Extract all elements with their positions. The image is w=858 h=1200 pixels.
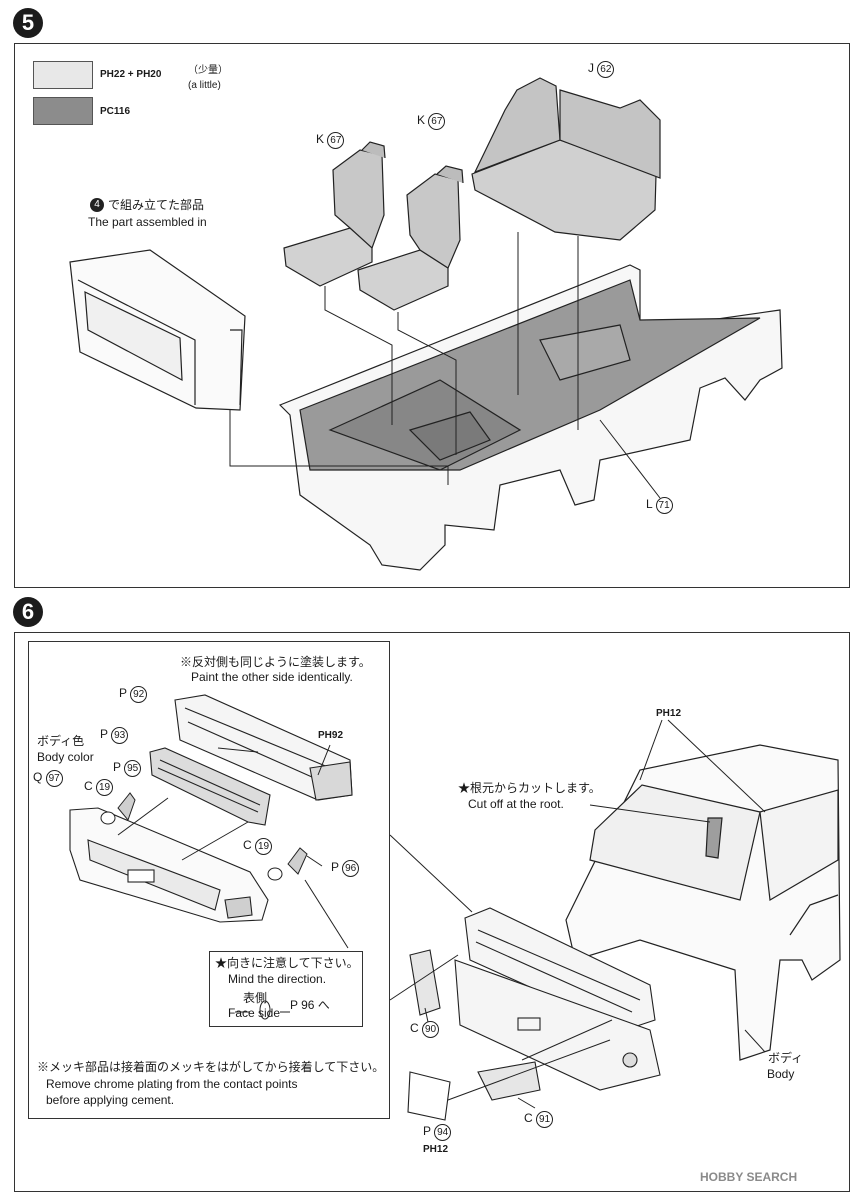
body-label-jp: ボディ [768,1051,804,1065]
part-c91: C 91 [524,1111,554,1128]
grille-frame-p92 [174,694,353,801]
paint-note-en: (a little) [188,80,221,91]
floor-body-l71 [278,264,783,571]
assembled-label-en: The part assembled in [88,215,207,229]
part-p96: P 96 [331,860,360,877]
chrome-note-en-2: before applying cement. [46,1093,175,1107]
part-p95: P 95 [113,760,142,777]
rear-bench-j62 [471,77,661,241]
paint-ph92: PH92 [318,730,344,741]
part-j62: J 62 [588,61,615,78]
seat-k67-left [283,141,386,287]
watermark: HOBBY SEARCH [700,1170,798,1184]
dashboard-part [69,249,246,411]
bumper-q97 [69,807,269,923]
step-6-assembly-lines [389,719,766,1109]
grille-subassembly-panel [28,641,390,1119]
headlamp-c91 [477,1061,541,1101]
part-c19-right: C 19 [243,838,273,855]
face-side-target: P 96 へ [290,998,330,1012]
part-k67-right: K 67 [417,113,446,130]
mind-direction-en: Mind the direction. [228,972,327,986]
part-q97: Q 97 [33,770,63,787]
grille-p93 [149,747,271,826]
face-side-en: Face side [228,1006,281,1020]
body-color-en: Body color [37,750,94,764]
step-ref-badge: 4 [90,198,104,212]
fog-lamp-c19-right [267,847,308,881]
step-5-assembly-lines [229,232,661,499]
step-6-number: 6 [13,597,43,627]
part-p93: P 93 [100,727,129,744]
part-k67-left: K 67 [316,132,345,149]
cut-root-jp: ★根元からカットします。 [458,781,601,795]
step-6-panel-arrows [117,744,349,1020]
paint-note-jp: （少量） [188,65,228,76]
paint-swatch-light [33,61,93,89]
body-color-jp: ボディ色 [37,734,85,748]
step-6-frame [14,632,850,1192]
mind-direction-jp: ★向きに注意して下さい。 [215,956,359,970]
part-p92: P 92 [119,686,148,703]
van-front-grille [454,907,661,1091]
chrome-note-en-1: Remove chrome plating from the contact p… [46,1077,298,1091]
paint-other-side-jp: ※反対側も同じように塗装します。 [180,655,371,669]
step-5-number: 5 [13,8,43,38]
step-5-frame [14,43,850,588]
paint-other-side-en: Paint the other side identically. [191,670,353,684]
face-side-jp: 表側 [243,991,268,1005]
paint-swatch-dark [33,97,93,125]
body-label-en: Body [767,1067,795,1081]
headlamp-c90 [409,949,441,1016]
cut-root-en: Cut off at the root. [468,797,564,811]
part-c19-left: C 19 [84,779,114,796]
fog-lamp-c19-left [100,792,136,825]
paint-code-light: PH22 + PH20 [100,69,162,80]
paint-code-dark: PC116 [100,106,131,117]
seat-k67-right [357,165,464,311]
part-p94: P 94 [423,1124,452,1141]
assembled-label-jp: で組み立てた部品 [108,198,205,212]
paint-ph12-bottom: PH12 [423,1144,449,1155]
chrome-note-jp: ※メッキ部品は接着面のメッキをはがしてから接着して下さい。 [37,1060,385,1074]
mind-direction-box [209,951,363,1027]
part-c90: C 90 [410,1021,440,1038]
part-l71: L 71 [646,497,673,514]
paint-ph12-top: PH12 [656,708,682,719]
plate-p94 [407,1071,451,1121]
van-body [565,744,841,1061]
